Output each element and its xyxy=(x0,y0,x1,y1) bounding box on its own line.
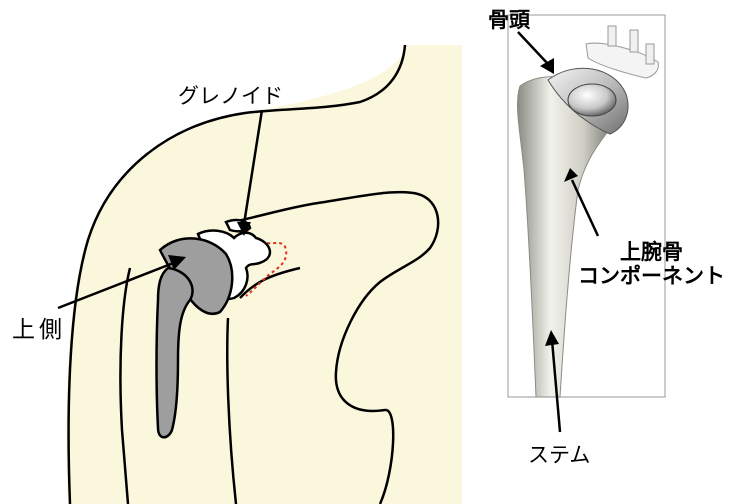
humeral-component-label-line2: コンポーネント xyxy=(578,264,725,288)
humeral-component-label: 上腕骨 コンポーネント xyxy=(578,240,725,288)
upper-side-label: 上側 xyxy=(12,317,66,343)
humeral-head-label: 骨頭 xyxy=(488,8,530,32)
shoulder-illustration xyxy=(58,45,462,504)
shoulder-skin xyxy=(66,45,462,504)
glenoid-label: グレノイド xyxy=(178,84,283,108)
stem-label: ステム xyxy=(528,443,590,467)
humeral-component-label-line1: 上腕骨 xyxy=(578,240,725,264)
implant-head-ball xyxy=(568,84,616,116)
implant-photo xyxy=(508,15,665,432)
